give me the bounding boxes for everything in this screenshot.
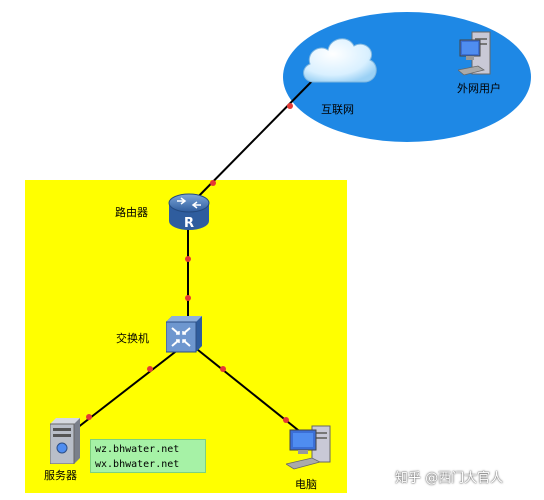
pc-icon (286, 425, 331, 470)
workstation-icon (458, 31, 491, 76)
svg-text:R: R (184, 216, 194, 231)
cloud-icon (303, 38, 377, 83)
watermark-text: 知乎 @西门大官人 (395, 471, 504, 486)
port-switch-up (185, 295, 191, 301)
switch-icon (166, 316, 202, 353)
switch-label: 交换机 (116, 332, 149, 345)
link-switch-server (67, 341, 189, 436)
server-label: 服务器 (44, 469, 77, 482)
port-switch-server (147, 366, 153, 372)
server-icon (50, 418, 80, 464)
domain-entry: wz.bhwater.net (95, 444, 180, 455)
port-internet (287, 103, 293, 109)
domain-list: wz.bhwater.net wx.bhwater.net (90, 439, 206, 473)
router-label: 路由器 (115, 206, 148, 219)
domain-entry: wx.bhwater.net (95, 459, 180, 470)
port-switch-pc (220, 366, 226, 372)
port-server (86, 414, 92, 420)
port-router-wan (210, 180, 216, 186)
port-pc (283, 417, 289, 423)
port-router-lan (185, 256, 191, 262)
link-router-internet (189, 74, 319, 206)
external-user-label: 外网用户 (457, 82, 501, 95)
pc-label: 电脑 (295, 478, 317, 491)
router-icon: R (168, 193, 210, 231)
internet-label: 互联网 (321, 103, 354, 116)
